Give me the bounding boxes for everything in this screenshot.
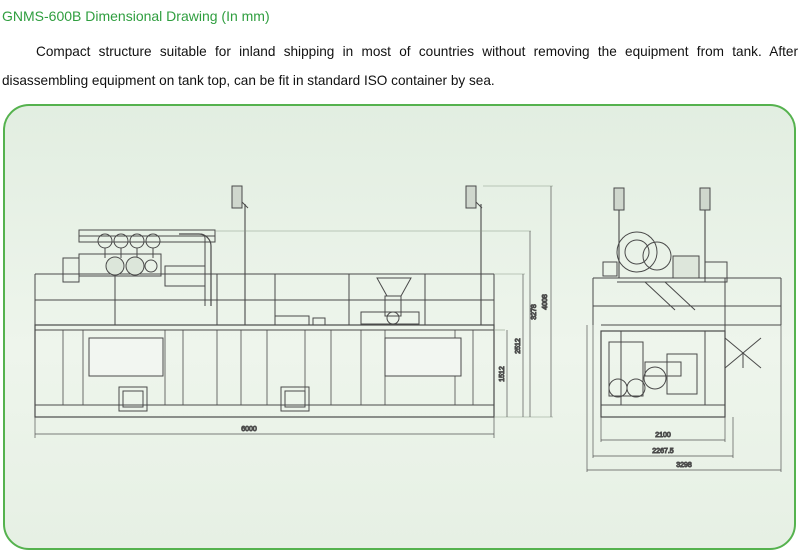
manway-door-left-inner [122, 390, 144, 408]
desander-cones [62, 229, 216, 306]
light-tower-right [465, 185, 483, 325]
end-folding-stand [724, 337, 762, 369]
end-width-label-2: 2267.5 [652, 448, 674, 455]
side-hatch-left [88, 337, 164, 377]
side-height-label-1: 1512 [499, 366, 506, 382]
end-top-equipment [602, 231, 728, 311]
side-view [34, 185, 553, 438]
manway-door-left [118, 386, 148, 412]
mixing-hopper [274, 277, 420, 326]
side-height-dimensions [506, 186, 552, 417]
side-height-label-4: 4008 [542, 294, 549, 310]
end-width-label-1: 2100 [655, 432, 671, 439]
manway-door-right [280, 386, 310, 412]
tank-body [34, 324, 495, 418]
height-reference-lines [215, 185, 553, 418]
side-height-label-2: 2512 [515, 338, 522, 354]
side-length-label: 6000 [241, 426, 257, 433]
drawing-heading: GNMS-600B Dimensional Drawing (In mm) [2, 8, 270, 24]
side-handrail [34, 273, 495, 325]
light-tower-left [231, 185, 249, 325]
end-light-towers [613, 187, 711, 278]
end-tank-body [600, 330, 726, 418]
end-view [586, 187, 782, 472]
manway-door-right-inner [284, 390, 306, 408]
side-height-label-3: 3278 [531, 304, 538, 320]
intro-paragraph: Compact structure suitable for inland sh… [2, 44, 798, 88]
end-width-dimensions [586, 325, 782, 472]
side-length-dimension [34, 417, 495, 438]
dimensional-drawing: 6000 1512 2512 3278 4008 2100 2267.5 329… [34, 185, 782, 472]
end-width-label-3: 3298 [676, 462, 692, 469]
end-pumps [608, 341, 698, 398]
side-hatch-right [384, 337, 462, 377]
dimensional-drawing-panel: 6000 1512 2512 3278 4008 2100 2267.5 329… [3, 104, 796, 550]
end-handrail [592, 277, 782, 331]
